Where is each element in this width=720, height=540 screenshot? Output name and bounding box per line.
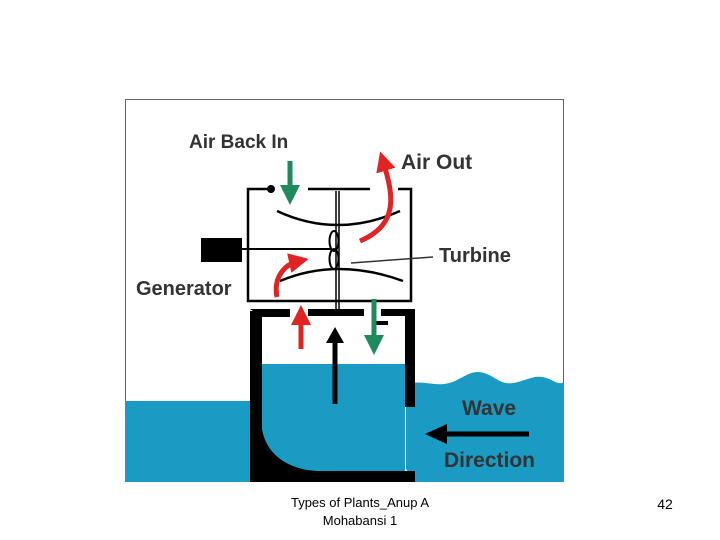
label-air-out: Air Out (401, 151, 472, 174)
label-turbine: Turbine (439, 245, 511, 267)
housing-gap-top-right (370, 184, 398, 194)
footer-line-1: Types of Plants_Anup A (290, 495, 430, 510)
turbine-housing (246, 187, 413, 303)
label-generator: Generator (136, 278, 232, 300)
label-air-back-in: Air Back In (189, 132, 288, 153)
hinge-dot (267, 185, 275, 193)
chamber-top-right (381, 309, 415, 316)
footer-line-2: Mohabansi 1 (322, 513, 398, 528)
valve-flap (375, 321, 388, 325)
ocean-water-right (406, 372, 564, 482)
chamber-left-wall (250, 311, 415, 482)
air-circulating-arrow (273, 253, 309, 298)
wave-energy-diagram: Air Back In Air Out Turbine Generator Wa… (125, 99, 564, 482)
wave-direction-arrowhead (425, 424, 447, 444)
page-number: 42 (657, 496, 673, 512)
turbine-blade-upper (328, 230, 340, 252)
footer-text: Types of Plants_Anup A Mohabansi 1 (250, 494, 470, 530)
chamber-top-center (308, 309, 364, 316)
turbine-pointer (350, 256, 434, 264)
ocean-water (125, 401, 250, 482)
air-out-arrow (358, 151, 396, 244)
generator-box (201, 238, 242, 262)
chamber-top-left (250, 309, 290, 317)
water-rise-arrowhead (326, 327, 344, 343)
label-direction: Direction (444, 449, 535, 472)
chamber-right-wall (405, 309, 415, 407)
turbine-blade-lower (328, 248, 340, 270)
chamber-water (262, 364, 405, 482)
label-wave: Wave (462, 397, 516, 420)
